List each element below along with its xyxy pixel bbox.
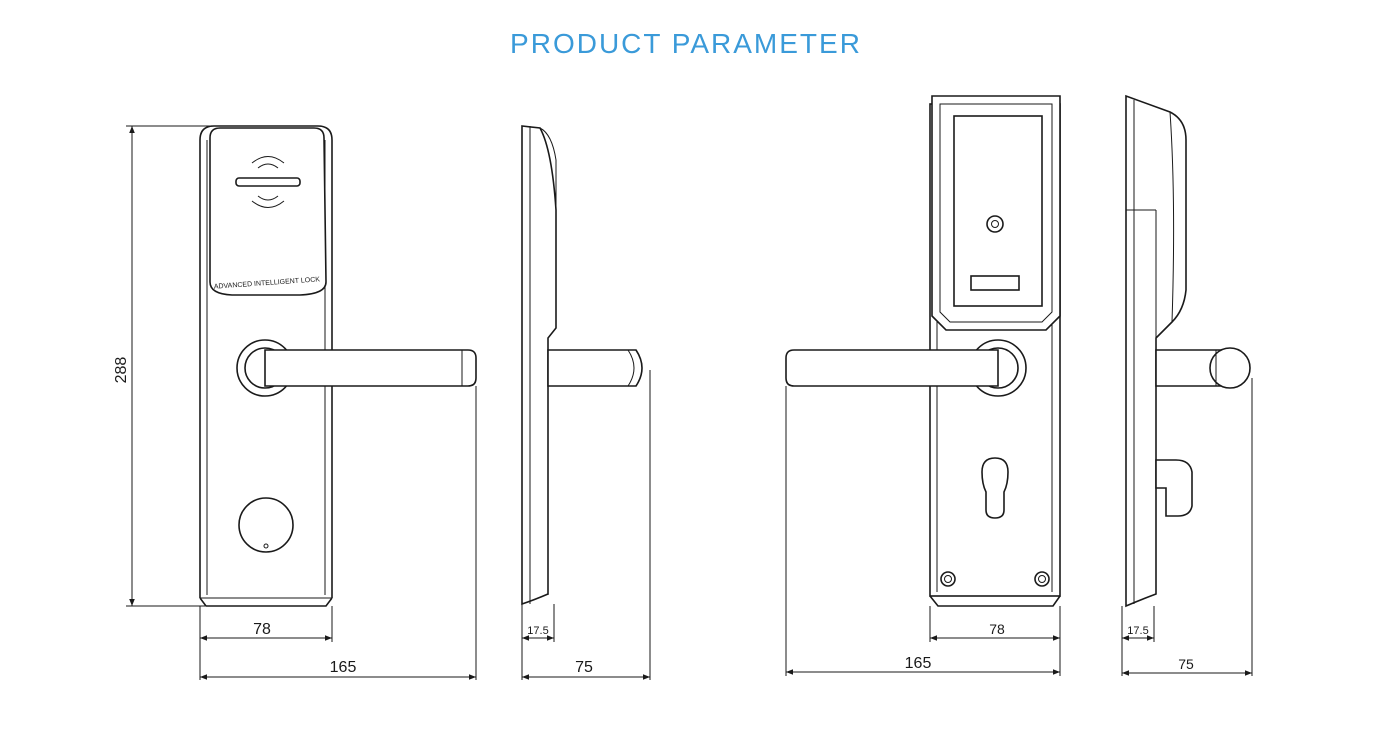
screw-icons <box>940 571 1050 587</box>
thumb-turn-icon <box>986 215 1004 233</box>
front-handle <box>236 339 477 397</box>
battery-slot <box>970 275 1020 291</box>
rfid-icon <box>235 156 301 208</box>
front-view: ADVANCED INTELLIGENT LOCK 288 78 <box>113 125 477 680</box>
dim-label-78: 78 <box>253 621 271 638</box>
dimension-plate-width: 78 <box>199 606 333 680</box>
front-plate <box>199 125 333 598</box>
front-plate-base <box>199 597 333 607</box>
dim-label-75-back: 75 <box>1178 656 1194 672</box>
dim-label-165: 165 <box>330 659 357 676</box>
dimension-overall-depth: 75 <box>522 370 651 680</box>
page-title: PRODUCT PARAMETER <box>510 28 862 59</box>
front-side-view: 17.5 75 <box>521 125 651 680</box>
key-cylinder <box>238 497 294 553</box>
keyhole-icon <box>981 457 1009 519</box>
dimension-height: 288 <box>113 125 210 607</box>
back-side-view: 17.5 75 <box>1121 94 1253 676</box>
dimension-plate-depth: 17.5 <box>521 604 555 680</box>
back-side-plate <box>1125 94 1187 608</box>
back-view: 78 165 <box>785 95 1061 676</box>
back-handle <box>785 339 1027 397</box>
dim-label-17-5: 17.5 <box>527 625 548 637</box>
dim-label-78-back: 78 <box>989 621 1005 637</box>
dimension-overall-width: 165 <box>200 386 477 680</box>
dimension-back-overall-width: 165 <box>785 386 1060 676</box>
dim-label-165-back: 165 <box>905 655 932 672</box>
side-handle <box>547 349 643 387</box>
dim-label-17-5-back: 17.5 <box>1127 625 1148 637</box>
dimension-back-plate-width: 78 <box>929 606 1061 676</box>
latch-bolt <box>1155 459 1193 517</box>
dimension-back-plate-depth: 17.5 <box>1121 606 1155 676</box>
dim-label-75: 75 <box>575 659 593 676</box>
reader-panel <box>209 127 327 296</box>
dimension-back-overall-depth: 75 <box>1122 378 1253 676</box>
dim-label-288: 288 <box>113 357 130 384</box>
